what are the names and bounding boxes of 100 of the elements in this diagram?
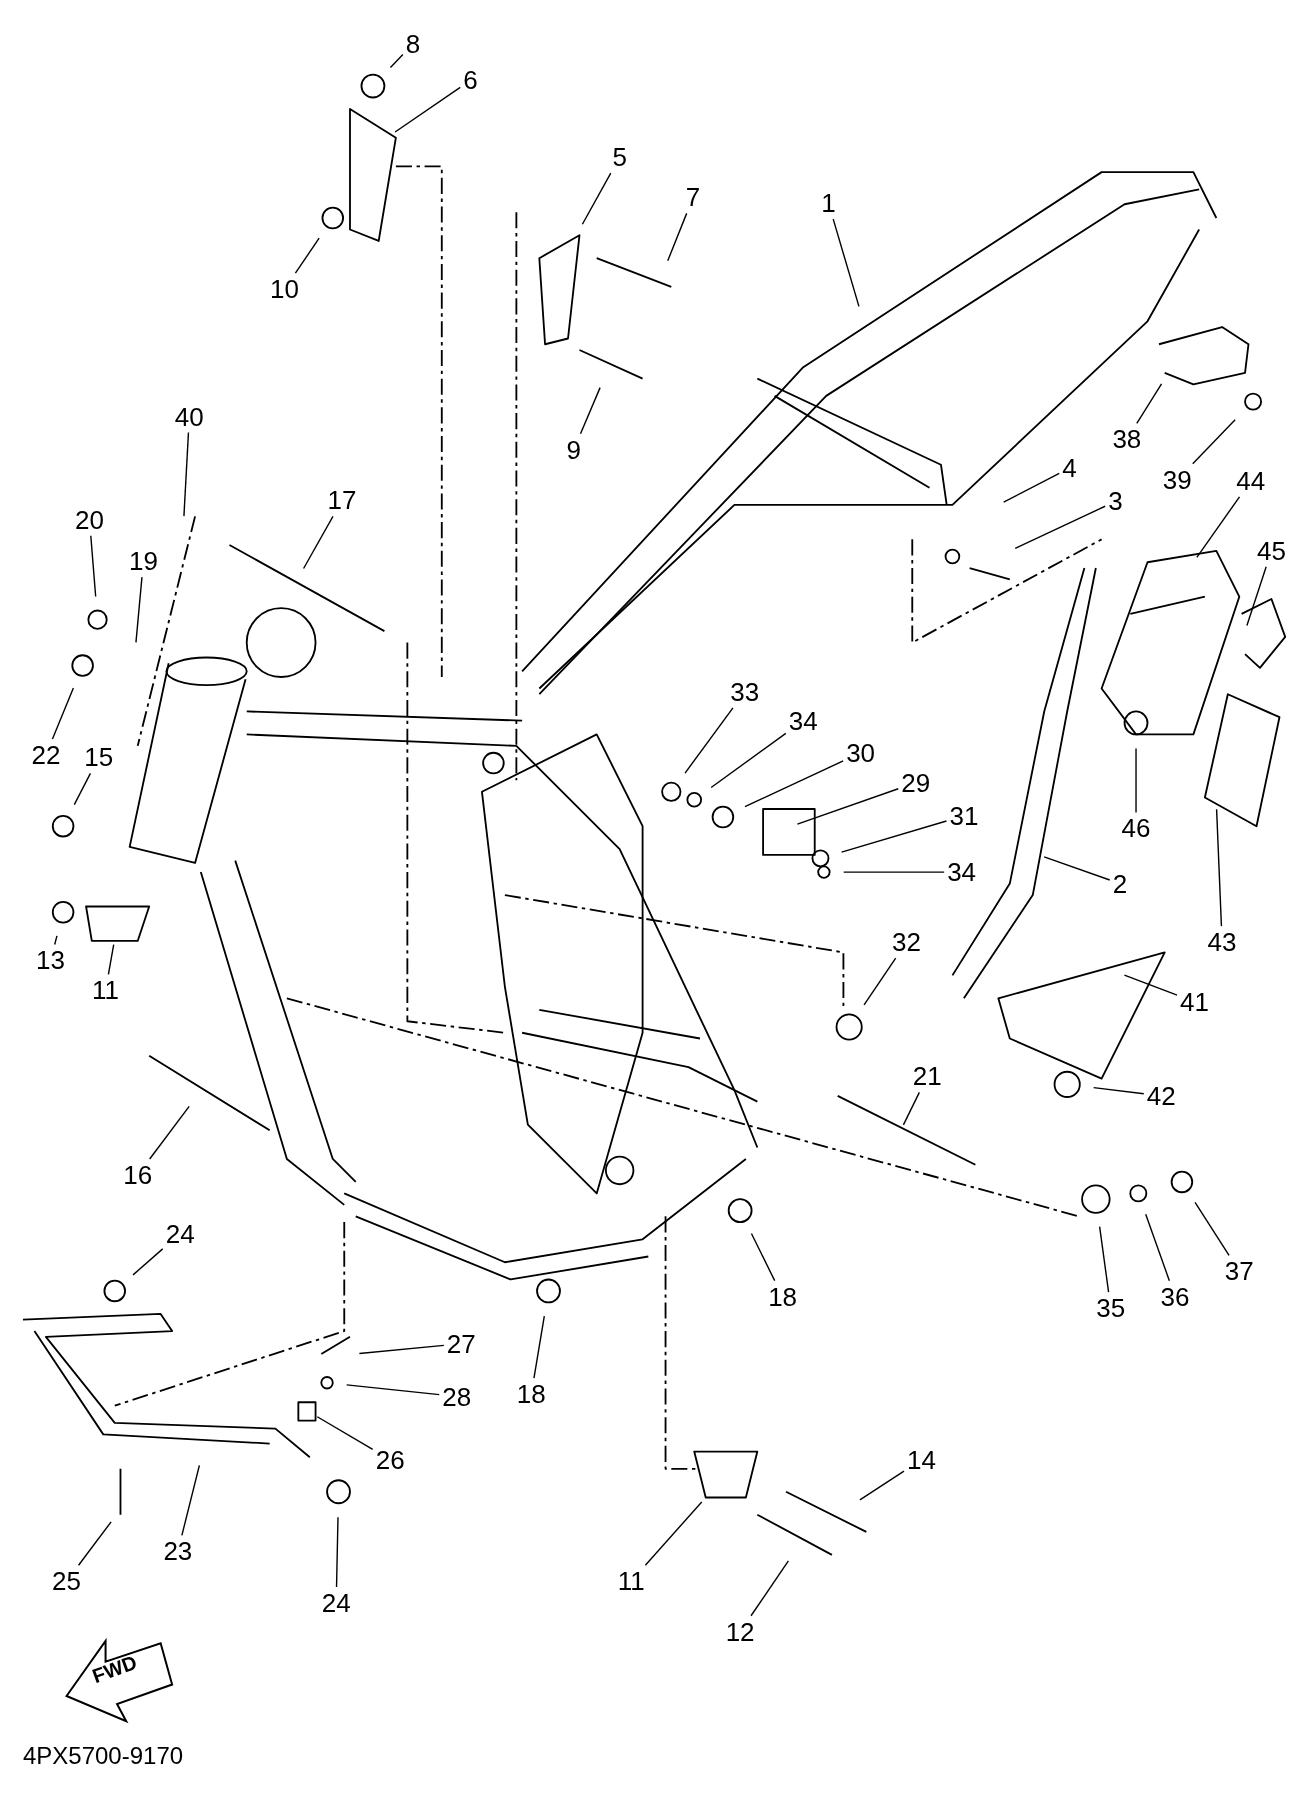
leader-line (710, 732, 787, 789)
leader-line (132, 1248, 164, 1276)
callout-number: 42 (1146, 1081, 1176, 1110)
callout-number: 37 (1224, 1257, 1254, 1286)
callout-number: 38 (1112, 425, 1142, 454)
callout-number: 35 (1096, 1294, 1126, 1323)
callout-number: 29 (901, 768, 931, 797)
callout-number: 41 (1180, 987, 1209, 1016)
leader-line (1135, 747, 1137, 814)
leader-line (1043, 856, 1111, 881)
callout-number: 24 (165, 1219, 195, 1248)
leader-line (1246, 566, 1267, 627)
leader-line (358, 1344, 445, 1355)
leader-line (902, 1091, 921, 1126)
callout-number: 13 (36, 946, 65, 975)
leader-line (750, 1560, 790, 1617)
leader-line (73, 772, 92, 806)
callout-number: 39 (1162, 465, 1192, 494)
leader-line (1145, 1213, 1171, 1282)
callout-number: 20 (75, 505, 104, 534)
leader-line (181, 1464, 201, 1537)
leader-line (533, 1315, 545, 1379)
callout-number: 7 (685, 183, 701, 212)
callout-number: 2 (1112, 869, 1128, 898)
callout-number: 46 (1121, 814, 1151, 843)
callout-number: 24 (321, 1589, 351, 1618)
callout-number: 43 (1207, 928, 1237, 957)
diagram-code: 4PX5700-9170 (22, 1741, 184, 1770)
callout-number: 45 (1256, 536, 1286, 565)
callout-number: 30 (846, 738, 876, 767)
leader-line (1014, 505, 1106, 549)
leader-line (1098, 1226, 1110, 1293)
callout-number: 11 (617, 1567, 645, 1596)
callout-number: 31 (949, 801, 979, 830)
callout-number: 19 (129, 547, 158, 576)
callout-number: 40 (174, 402, 204, 431)
callout-number: 36 (1160, 1282, 1190, 1311)
leader-line (77, 1521, 112, 1566)
leader-line (684, 707, 734, 774)
callout-number: 22 (31, 741, 61, 770)
callout-number: 17 (327, 486, 357, 515)
callout-number: 8 (405, 29, 421, 58)
leader-line (389, 53, 404, 69)
callout-number: 33 (730, 677, 760, 706)
leader-line (579, 386, 601, 435)
leader-line (863, 957, 897, 1006)
leader-line (335, 1516, 339, 1588)
callout-number: 5 (612, 143, 627, 172)
leader-line (750, 1232, 776, 1282)
leader-line (1123, 974, 1178, 996)
leader-line (1215, 808, 1223, 927)
callout-number: 12 (725, 1617, 755, 1646)
callout-number: 16 (123, 1161, 153, 1190)
leader-line (90, 535, 97, 598)
leader-line (302, 515, 334, 570)
callout-number: 26 (375, 1445, 405, 1474)
callout-number: 23 (163, 1537, 193, 1566)
leader-line (316, 1416, 374, 1451)
callout-number: 18 (516, 1380, 546, 1409)
callout-number: 25 (52, 1567, 81, 1596)
leader-line (859, 1470, 905, 1501)
leader-line (54, 935, 58, 946)
leader-line (346, 1384, 440, 1396)
leader-line (51, 687, 75, 740)
leader-line (842, 871, 945, 873)
leader-line (1092, 1086, 1145, 1095)
leader-line (832, 218, 860, 308)
callout-number: 21 (912, 1062, 942, 1091)
callout-number: 34 (947, 858, 977, 887)
leader-line (581, 172, 612, 225)
callout-number: 6 (463, 66, 478, 95)
callout-number: 32 (892, 928, 921, 957)
leader-line (840, 820, 948, 853)
leader-line (107, 943, 115, 975)
leader-line (1192, 419, 1236, 465)
callout-number: 3 (1108, 487, 1123, 516)
callout-number: 4 (1062, 454, 1077, 483)
callout-number: 34 (788, 706, 818, 735)
callout-number: 11 (92, 976, 120, 1005)
callout-number: 9 (566, 435, 581, 464)
leader-line (796, 788, 899, 825)
callout-number: 18 (768, 1282, 798, 1311)
leader-line (294, 237, 320, 274)
leader-line (1002, 472, 1060, 503)
callout-number: 27 (446, 1329, 476, 1358)
leader-line (644, 1501, 703, 1566)
leader-line (1196, 496, 1241, 559)
leader-line (149, 1105, 190, 1160)
leader-line (183, 431, 190, 517)
leader-line (667, 212, 688, 262)
leader-line (1194, 1201, 1230, 1257)
leader-line (744, 760, 844, 808)
callout-number: 14 (907, 1445, 936, 1474)
arrow-label: FWD (89, 1651, 140, 1689)
leader-line (135, 576, 143, 644)
callout-number: 1 (821, 189, 836, 218)
callout-number: 28 (442, 1382, 472, 1411)
callout-number: 15 (84, 743, 114, 772)
leader-line (1136, 383, 1163, 425)
leader-line (394, 86, 461, 133)
